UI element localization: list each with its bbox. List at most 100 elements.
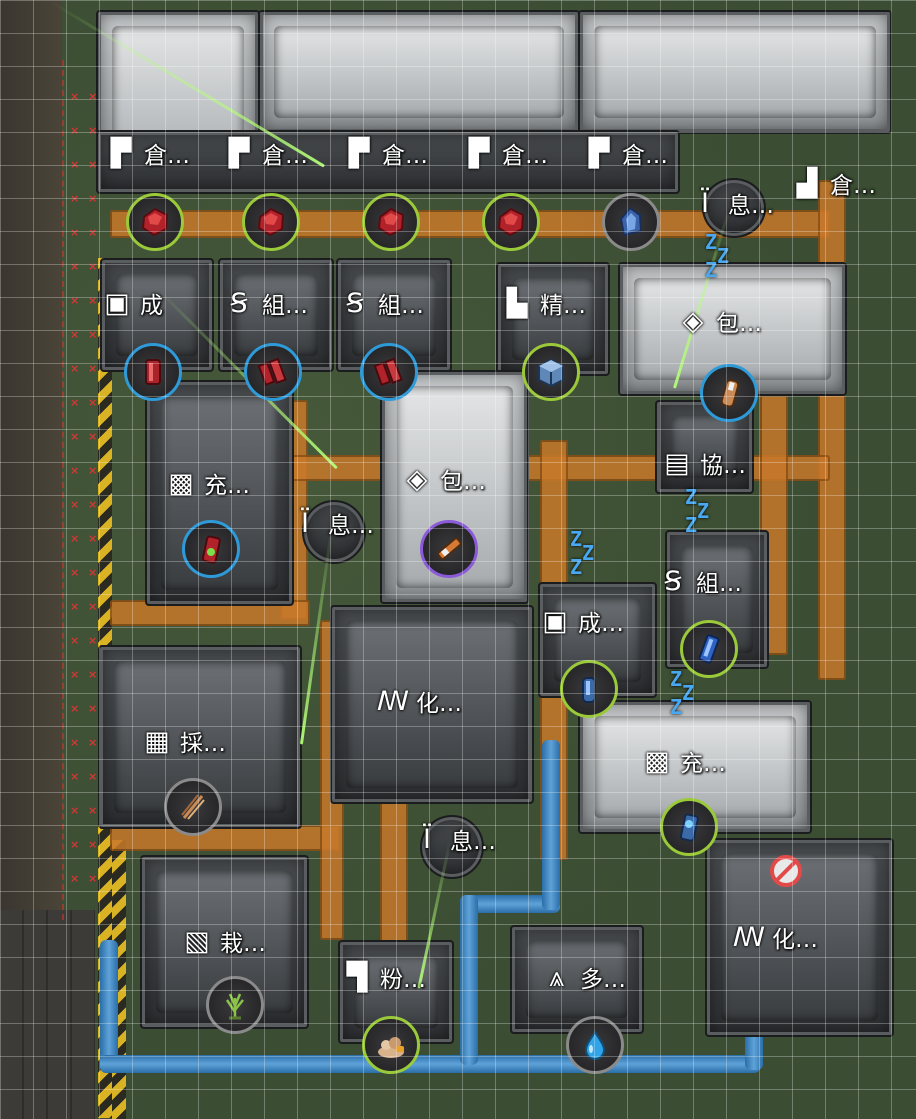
storage-building[interactable] bbox=[258, 10, 580, 134]
boundary-x-icon: × bbox=[88, 90, 98, 103]
packer-icon: ◈ bbox=[682, 305, 704, 337]
coop-machine[interactable] bbox=[655, 400, 754, 494]
item-badge[interactable] bbox=[164, 778, 222, 836]
boundary-x-icon: × bbox=[88, 328, 98, 341]
item-badge[interactable] bbox=[126, 193, 184, 251]
rod-pack-icon bbox=[437, 537, 462, 560]
boundary-x-icon: × bbox=[88, 226, 98, 239]
label-storage[interactable]: ▟倉… bbox=[790, 166, 876, 200]
label-storage[interactable]: ▛倉… bbox=[582, 136, 668, 170]
boundary-x-icon: × bbox=[70, 702, 80, 715]
relay-tower[interactable] bbox=[702, 178, 766, 238]
item-badge[interactable] bbox=[242, 193, 300, 251]
label-planter[interactable]: ▧栽… bbox=[180, 924, 266, 958]
label-multi[interactable]: ⩓多… bbox=[540, 960, 626, 994]
coop-icon: ▤ bbox=[664, 447, 690, 479]
boundary-x-icon: × bbox=[70, 158, 80, 171]
label-filler[interactable]: ▩充… bbox=[640, 744, 726, 778]
boundary-x-icon: × bbox=[70, 396, 80, 409]
label-filler[interactable]: ▩充… bbox=[164, 466, 250, 500]
item-badge[interactable] bbox=[522, 343, 580, 401]
item-badge[interactable] bbox=[700, 364, 758, 422]
molder-icon: ▣ bbox=[104, 287, 130, 319]
assembler-icon: Ꞩ bbox=[230, 287, 248, 319]
boundary-x-icon: × bbox=[88, 124, 98, 137]
label-packer[interactable]: ◈包… bbox=[400, 462, 486, 496]
label-molder[interactable]: ▣成… bbox=[538, 604, 624, 638]
boundary-x-icon: × bbox=[88, 430, 98, 443]
boundary-x-icon: × bbox=[70, 124, 80, 137]
filler-icon: ▩ bbox=[644, 745, 670, 777]
item-badge[interactable] bbox=[182, 520, 240, 578]
no-power-icon bbox=[770, 855, 802, 887]
grinder-icon: ▜ bbox=[346, 961, 368, 993]
item-badge[interactable] bbox=[566, 1016, 624, 1074]
item-badge[interactable] bbox=[420, 520, 478, 578]
water-pipe bbox=[100, 940, 118, 1070]
label-storage[interactable]: ▛倉… bbox=[222, 136, 308, 170]
label-packer[interactable]: ◈包… bbox=[676, 304, 762, 338]
label-storage[interactable]: ▛倉… bbox=[462, 136, 548, 170]
item-badge[interactable] bbox=[124, 343, 182, 401]
water-pipe bbox=[100, 1055, 760, 1073]
multi-machine[interactable] bbox=[510, 925, 644, 1034]
conveyor-belt bbox=[110, 825, 340, 851]
boundary-x-icon: × bbox=[70, 566, 80, 579]
item-badge[interactable] bbox=[362, 193, 420, 251]
red-crystal-icon bbox=[141, 207, 169, 237]
boundary-x-icon: × bbox=[88, 396, 98, 409]
item-badge[interactable] bbox=[482, 193, 540, 251]
assembler-icon: Ꞩ bbox=[664, 565, 682, 597]
relay-tower[interactable] bbox=[302, 500, 366, 564]
item-badge[interactable] bbox=[660, 798, 718, 856]
assembler-machine[interactable] bbox=[665, 530, 769, 669]
water-drop-icon bbox=[584, 1030, 606, 1060]
battery-icon bbox=[201, 535, 221, 564]
boundary-line bbox=[62, 60, 98, 920]
boundary-x-icon: × bbox=[88, 668, 98, 681]
item-badge[interactable] bbox=[206, 976, 264, 1034]
refinery-machine[interactable] bbox=[496, 262, 610, 376]
relay-icon: Ï bbox=[701, 187, 709, 219]
boundary-x-icon: × bbox=[70, 226, 80, 239]
label-refinery[interactable]: ▙精… bbox=[500, 286, 586, 320]
packer-machine[interactable] bbox=[618, 262, 847, 396]
boundary-x-icon: × bbox=[70, 736, 80, 749]
planter-icon: ▧ bbox=[184, 925, 210, 957]
item-badge[interactable] bbox=[244, 343, 302, 401]
label-storage[interactable]: ▛倉… bbox=[342, 136, 428, 170]
boundary-x-icon: × bbox=[88, 464, 98, 477]
boundary-x-icon: × bbox=[70, 260, 80, 273]
item-badge[interactable] bbox=[362, 1016, 420, 1074]
storage-building[interactable] bbox=[578, 10, 892, 134]
reactor-machine[interactable] bbox=[330, 605, 534, 804]
item-badge[interactable] bbox=[602, 193, 660, 251]
label-storage[interactable]: ▛倉… bbox=[104, 136, 190, 170]
boundary-x-icon: × bbox=[88, 600, 98, 613]
boundary-x-icon: × bbox=[88, 702, 98, 715]
boundary-x-icon: × bbox=[88, 158, 98, 171]
boundary-x-icon: × bbox=[70, 634, 80, 647]
item-badge[interactable] bbox=[560, 660, 618, 718]
item-badge[interactable] bbox=[680, 620, 738, 678]
item-badge[interactable] bbox=[360, 343, 418, 401]
label-molder[interactable]: ▣成 bbox=[100, 286, 163, 320]
packer-machine[interactable] bbox=[380, 370, 529, 604]
refinery-icon: ▙ bbox=[506, 287, 528, 319]
relay-tower[interactable] bbox=[420, 815, 484, 879]
boundary-x-icon: × bbox=[70, 498, 80, 511]
storage-icon: ▛ bbox=[348, 137, 370, 169]
label-harvester[interactable]: ▦採… bbox=[140, 724, 226, 758]
label-grinder[interactable]: ▜粉… bbox=[340, 960, 426, 994]
label-coop[interactable]: ▤協… bbox=[660, 446, 746, 480]
